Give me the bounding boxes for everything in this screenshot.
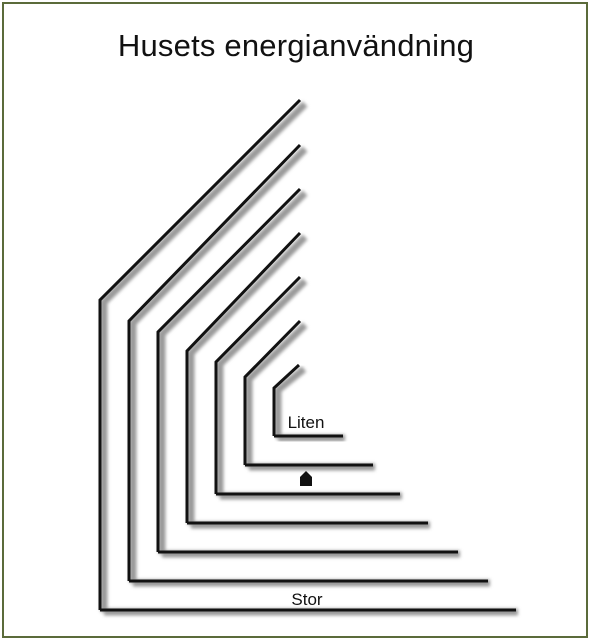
- house-outline-1: [98, 98, 518, 616]
- house-outline-3: [156, 187, 460, 558]
- house-outline-6: [243, 319, 375, 471]
- house-outline-7: [272, 363, 345, 442]
- label-large: Stor: [291, 590, 323, 609]
- house-icon: [300, 471, 312, 486]
- house-outline-2: [127, 143, 490, 587]
- label-small: Liten: [288, 413, 325, 432]
- diagram-title: Husets energianvändning: [117, 28, 475, 63]
- house-outline-4: [185, 231, 430, 529]
- house-outline-5: [214, 275, 402, 500]
